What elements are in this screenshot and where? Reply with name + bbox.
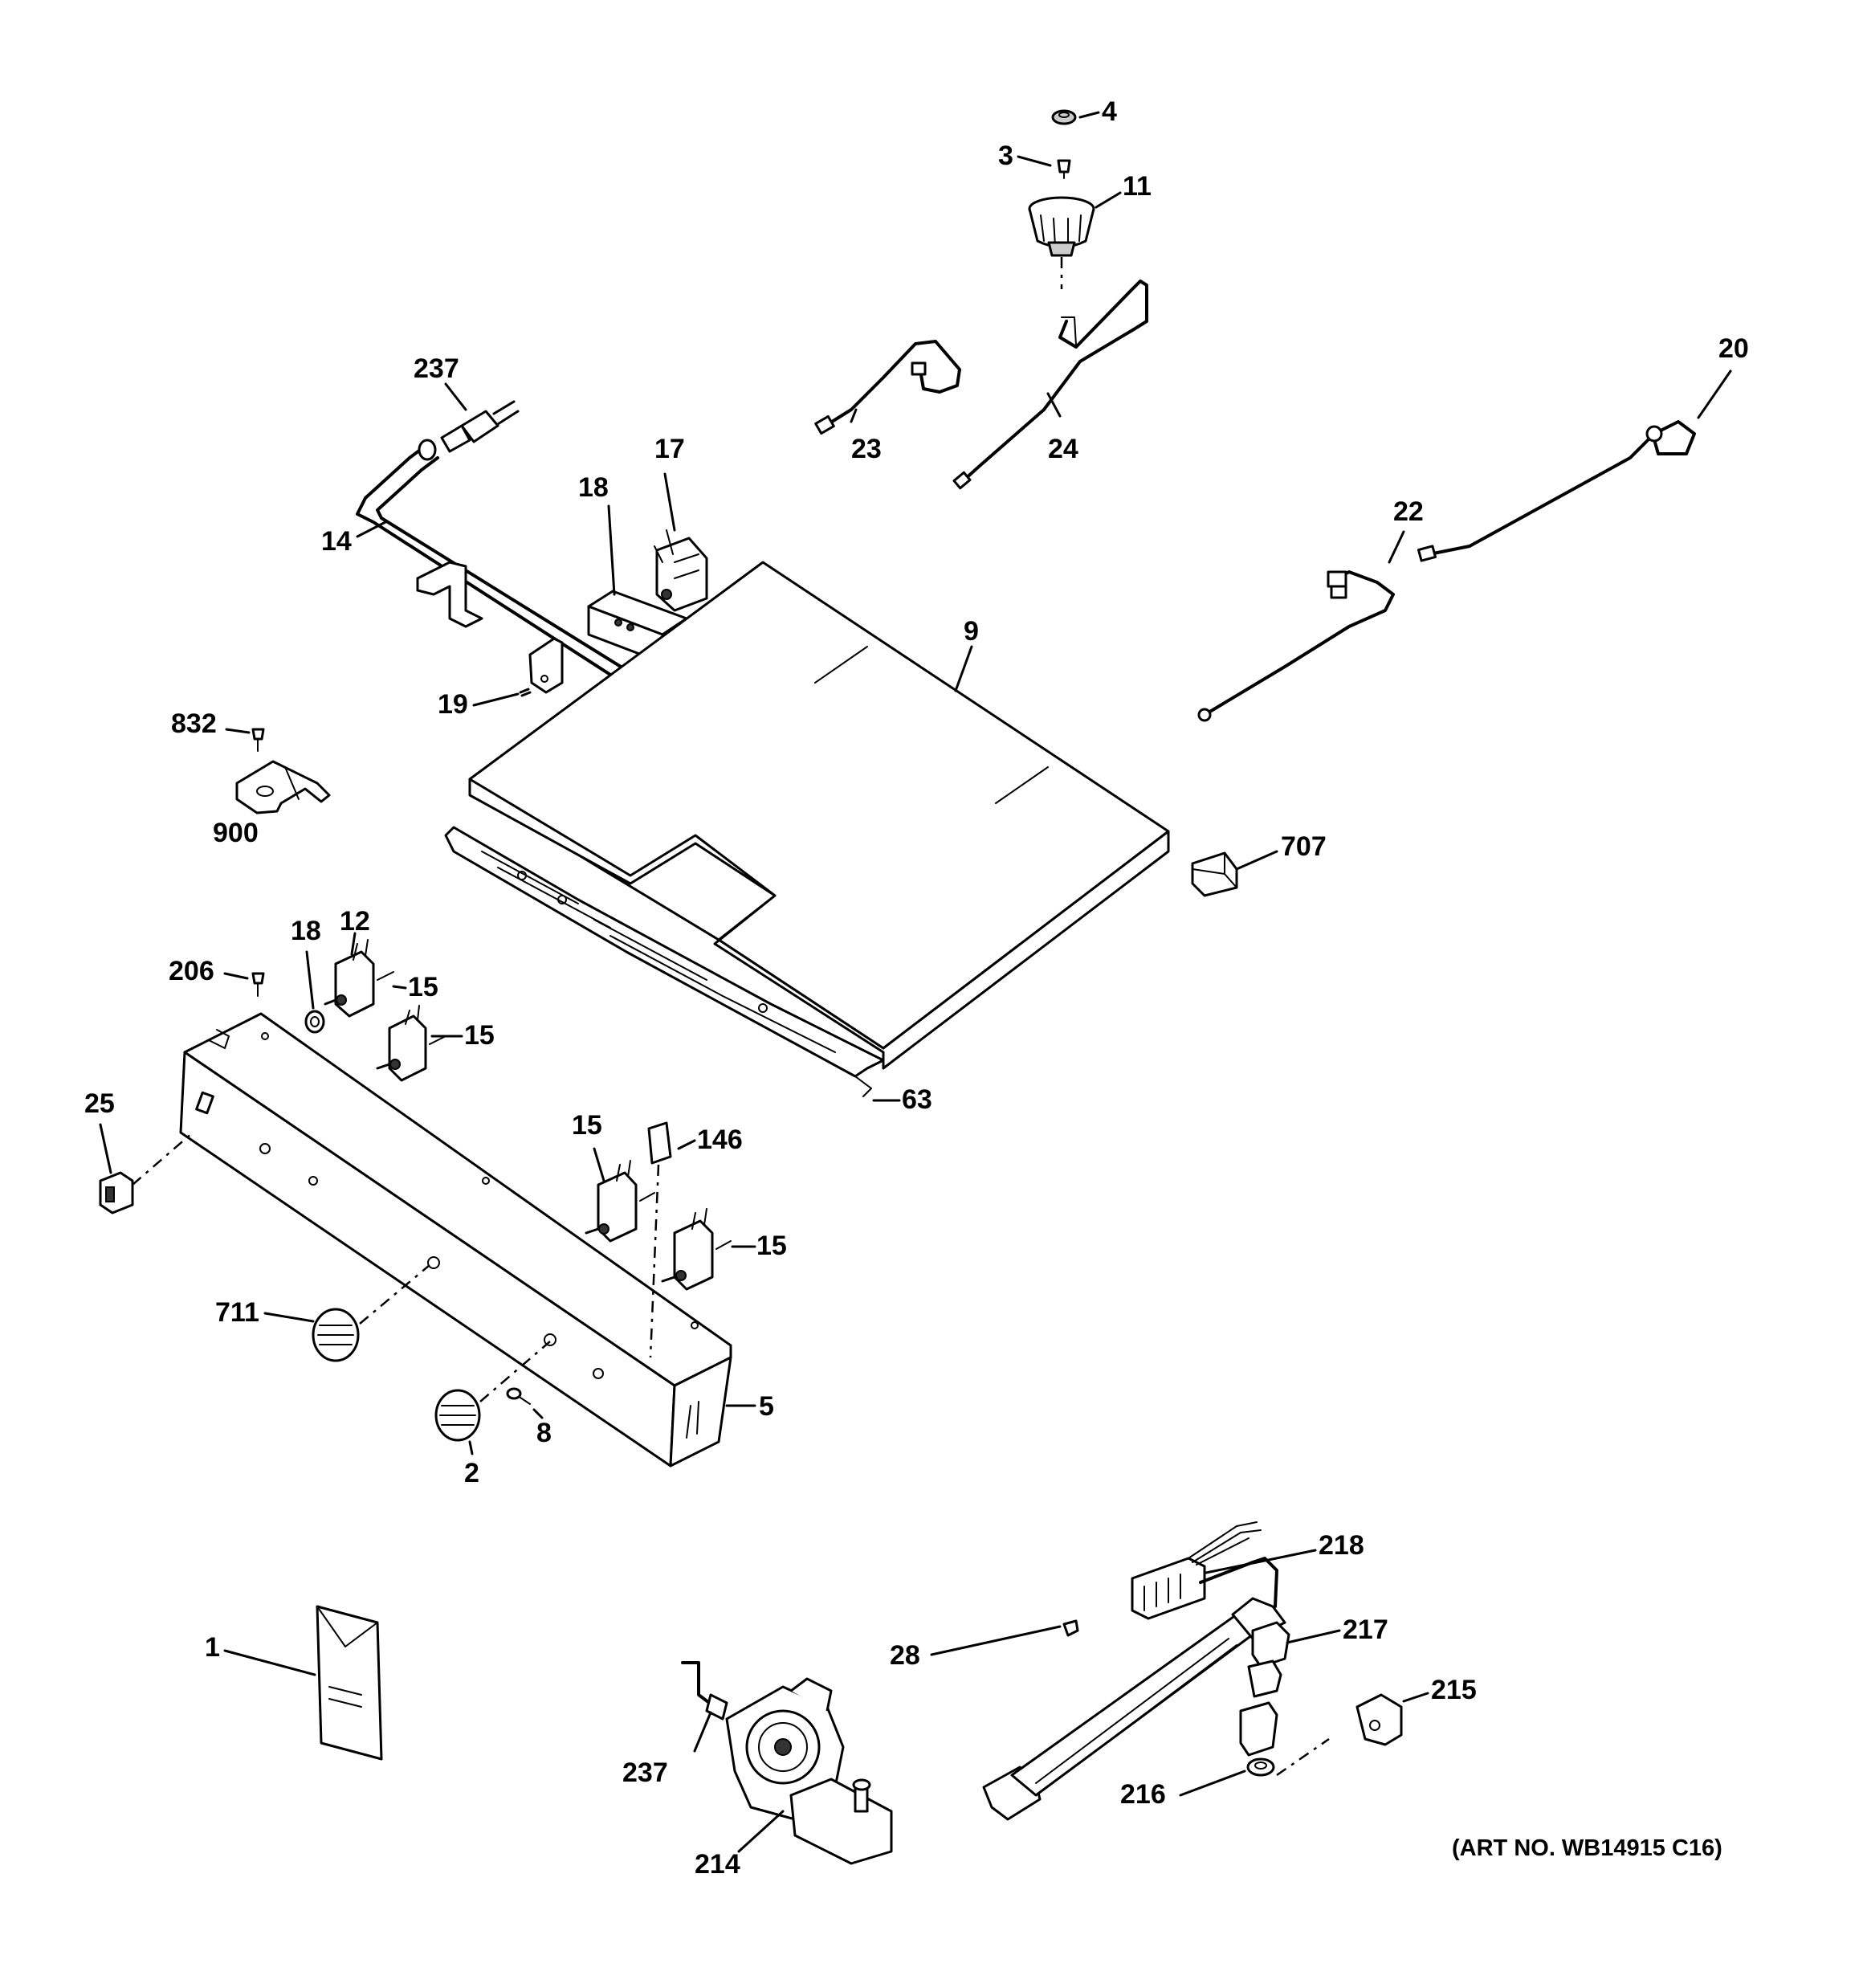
callout-15c: 15 <box>572 1110 602 1141</box>
callout-18-mid: 18 <box>291 916 321 946</box>
ignition-switch-17[interactable] <box>654 529 708 612</box>
screw-832-part[interactable] <box>251 728 265 752</box>
callout-22: 22 <box>1393 496 1424 527</box>
callout-23: 23 <box>851 434 882 464</box>
regulator-214-part[interactable] <box>725 1677 893 1865</box>
burner-supply-tube-20[interactable] <box>1417 420 1696 562</box>
manifold-bracket-left[interactable] <box>416 561 483 628</box>
callout-237-top: 237 <box>414 353 459 384</box>
callout-218: 218 <box>1319 1530 1364 1561</box>
callout-9: 9 <box>964 616 979 647</box>
callout-25: 25 <box>84 1088 115 1119</box>
callout-2: 2 <box>464 1458 479 1488</box>
manifold-inlet-fitting[interactable] <box>440 400 520 453</box>
cooktop-panel[interactable] <box>468 561 1170 1070</box>
callout-15d: 15 <box>756 1231 787 1261</box>
valve-15a-part[interactable] <box>376 1005 446 1082</box>
manifold-bracket-mid[interactable] <box>528 637 564 694</box>
callout-217: 217 <box>1343 1614 1388 1645</box>
callout-1: 1 <box>205 1632 220 1663</box>
callout-18-top: 18 <box>578 472 609 503</box>
valve-15d-part[interactable] <box>661 1208 732 1291</box>
screw-8-part[interactable] <box>506 1387 531 1405</box>
burner-supply-tube-23[interactable] <box>814 340 961 435</box>
callout-5: 5 <box>759 1391 774 1422</box>
callout-24: 24 <box>1048 434 1078 464</box>
bracket-900-part[interactable] <box>235 760 331 814</box>
light-146-part[interactable] <box>647 1121 672 1358</box>
valve-12-part[interactable] <box>324 939 394 1018</box>
burner-head-part[interactable] <box>1028 196 1095 289</box>
bracket-215-part[interactable] <box>1355 1693 1403 1746</box>
callout-63: 63 <box>902 1084 932 1115</box>
callout-15a: 15 <box>408 972 438 1002</box>
callout-14: 14 <box>321 526 352 557</box>
callout-19: 19 <box>438 689 468 720</box>
burner-supply-tube-24[interactable] <box>952 280 1148 490</box>
knob-711-part[interactable] <box>312 1264 430 1362</box>
callout-146: 146 <box>697 1125 743 1155</box>
callout-4: 4 <box>1102 96 1117 127</box>
screw-206-part[interactable] <box>251 972 265 997</box>
bracket-217-part[interactable] <box>1247 1621 1290 1698</box>
nut-18-part[interactable] <box>304 1010 325 1034</box>
callout-3: 3 <box>998 141 1013 171</box>
literature-packet-1[interactable] <box>316 1605 383 1761</box>
callout-711: 711 <box>215 1297 259 1328</box>
callout-214: 214 <box>695 1849 740 1880</box>
switch-25-part[interactable] <box>99 1132 194 1214</box>
fitting-216-part[interactable] <box>1239 1701 1330 1777</box>
leader-lines <box>99 111 1732 1853</box>
callout-12: 12 <box>340 906 370 937</box>
art-number: (ART NO. WB14915 C16) <box>1452 1835 1722 1861</box>
burner-cap-part[interactable] <box>1051 109 1077 125</box>
igniter-218-part[interactable] <box>1131 1521 1278 1620</box>
cooktop-frame-63[interactable] <box>444 826 885 1097</box>
screw-28-part[interactable] <box>1062 1619 1079 1637</box>
callout-15b: 15 <box>464 1020 495 1051</box>
burner-supply-tube-22[interactable] <box>1197 570 1395 722</box>
fitting-237-bottom[interactable] <box>681 1661 728 1721</box>
callout-215: 215 <box>1431 1675 1477 1705</box>
callout-8: 8 <box>536 1418 552 1448</box>
callout-11: 11 <box>1123 171 1152 202</box>
oven-burner-tube[interactable] <box>982 1597 1286 1821</box>
control-manifold-panel-5[interactable] <box>179 1012 732 1468</box>
callout-832: 832 <box>171 708 217 739</box>
callout-20: 20 <box>1718 333 1749 364</box>
callout-237-bottom: 237 <box>622 1757 668 1788</box>
callout-17: 17 <box>654 434 685 464</box>
screw-19-part[interactable] <box>519 688 532 697</box>
valve-15c-part[interactable] <box>585 1160 655 1243</box>
callout-216: 216 <box>1120 1779 1166 1810</box>
callout-900: 900 <box>213 818 259 848</box>
callout-28: 28 <box>890 1640 920 1671</box>
clip-707-part[interactable] <box>1191 851 1238 897</box>
callout-206: 206 <box>169 956 214 986</box>
callout-707: 707 <box>1281 831 1327 862</box>
burner-screw-part[interactable] <box>1057 159 1071 179</box>
knob-2-part[interactable] <box>434 1341 551 1442</box>
